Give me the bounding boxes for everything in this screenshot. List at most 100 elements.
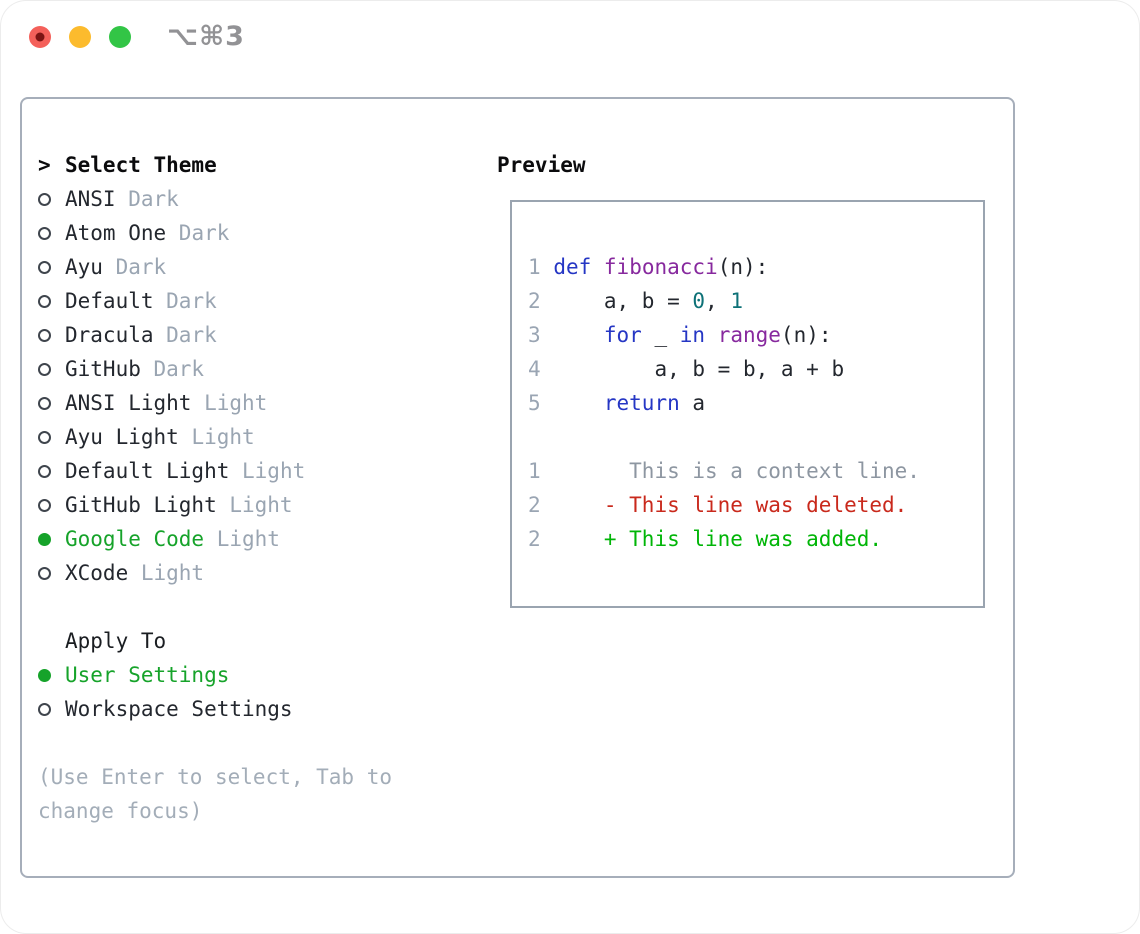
code-token: 1 [730,289,743,313]
code-line: 4 a, b = b, a + b [528,352,983,386]
line-number: 5 [528,391,541,415]
blank-line [528,420,983,454]
theme-name: Atom One [65,221,167,245]
apply-option-workspace-settings[interactable]: Workspace Settings [38,692,392,726]
select-theme-header: > Select Theme [38,148,392,182]
code-token [541,493,604,517]
radio-icon [38,464,51,478]
theme-option-xcode[interactable]: XCode Light [38,556,392,590]
theme-variant: Dark [102,255,167,279]
radio-slot [38,566,65,580]
radio-slot [38,668,65,682]
theme-variant: Light [178,425,255,449]
radio-slot [38,226,65,240]
theme-option-dracula[interactable]: Dracula Dark [38,318,392,352]
theme-name: GitHub Light [65,493,217,517]
radio-slot [38,498,65,512]
theme-variant: Light [204,527,280,551]
help-line: change focus) [38,799,203,823]
code-line: 2 a, b = 0, 1 [528,284,983,318]
code-line: 1 This is a context line. [528,454,983,488]
zoom-button-icon[interactable] [109,26,131,48]
theme-name: Default Light [65,459,230,483]
select-theme-title: Select Theme [65,153,217,177]
theme-name: Default [65,289,154,313]
theme-option-ansi[interactable]: ANSI Dark [38,182,392,216]
line-number: 2 [528,527,541,551]
code-token: - This line was deleted. [603,493,908,517]
theme-name: Google Code [65,527,205,551]
radio-slot [38,362,65,376]
minimize-button-icon[interactable] [69,26,91,48]
theme-variant: Light [191,391,268,415]
theme-option-default[interactable]: Default Dark [38,284,392,318]
help-line: (Use Enter to select, Tab to [38,765,393,789]
code-line: 3 for _ in range(n): [528,318,983,352]
radio-icon [38,430,51,444]
radio-icon [38,396,51,410]
radio-slot [38,702,65,716]
radio-icon [38,498,51,512]
theme-name: GitHub [65,357,141,381]
theme-variant: Dark [153,289,217,313]
code-token [591,255,604,279]
radio-slot [38,396,65,410]
preview-title: Preview [497,153,586,177]
radio-selected-icon [38,668,51,682]
radio-slot [38,532,65,546]
theme-option-github-light[interactable]: GitHub Light Light [38,488,392,522]
code-token: in [679,323,706,347]
radio-icon [38,192,51,206]
theme-option-github[interactable]: GitHub Dark [38,352,392,386]
line-number: 2 [528,493,541,517]
theme-option-ansi-light[interactable]: ANSI Light Light [38,386,392,420]
apply-to-label: Apply To [65,629,167,653]
code-token: (n): [717,255,769,279]
code-line: 1 def fibonacci(n): [528,250,983,284]
code-token: return [603,391,680,415]
theme-name: ANSI [65,187,116,211]
close-button-icon[interactable] [29,26,51,48]
line-number: 3 [528,323,541,347]
theme-variant: Dark [166,221,230,245]
code-token [541,255,554,279]
code-token: def [553,255,592,279]
theme-option-ayu[interactable]: Ayu Dark [38,250,392,284]
prompt-caret-icon: > [38,153,51,177]
theme-option-atom-one[interactable]: Atom One Dark [38,216,392,250]
code-token: for [603,323,642,347]
radio-slot [38,328,65,342]
radio-slot [38,294,65,308]
radio-icon [38,328,51,342]
line-number: 2 [528,289,541,313]
theme-variant: Light [229,459,306,483]
code-token: 0 [692,289,706,313]
code-token [541,391,604,415]
code-line: 2 + This line was added. [528,522,983,556]
theme-option-ayu-light[interactable]: Ayu Light Light [38,420,392,454]
radio-icon [38,260,51,274]
theme-option-default-light[interactable]: Default Light Light [38,454,392,488]
apply-option-user-settings[interactable]: User Settings [38,658,392,692]
code-token: This is a context line. [540,459,920,483]
titlebar: ⌥⌘3 [0,0,1140,74]
code-token: (n): [780,323,832,347]
radio-icon [38,566,51,580]
line-number: 1 [528,255,541,279]
theme-option-google-code[interactable]: Google Code Light [38,522,392,556]
theme-variant: Light [216,493,293,517]
traffic-lights [29,26,131,48]
code-token [541,527,604,551]
prompt-slot: > [38,148,65,182]
code-token: + This line was added. [603,527,883,551]
theme-name: XCode [65,561,129,585]
radio-slot [38,260,65,274]
apply-to-header: Apply To [38,624,392,658]
code-line: 5 return a [528,386,983,420]
